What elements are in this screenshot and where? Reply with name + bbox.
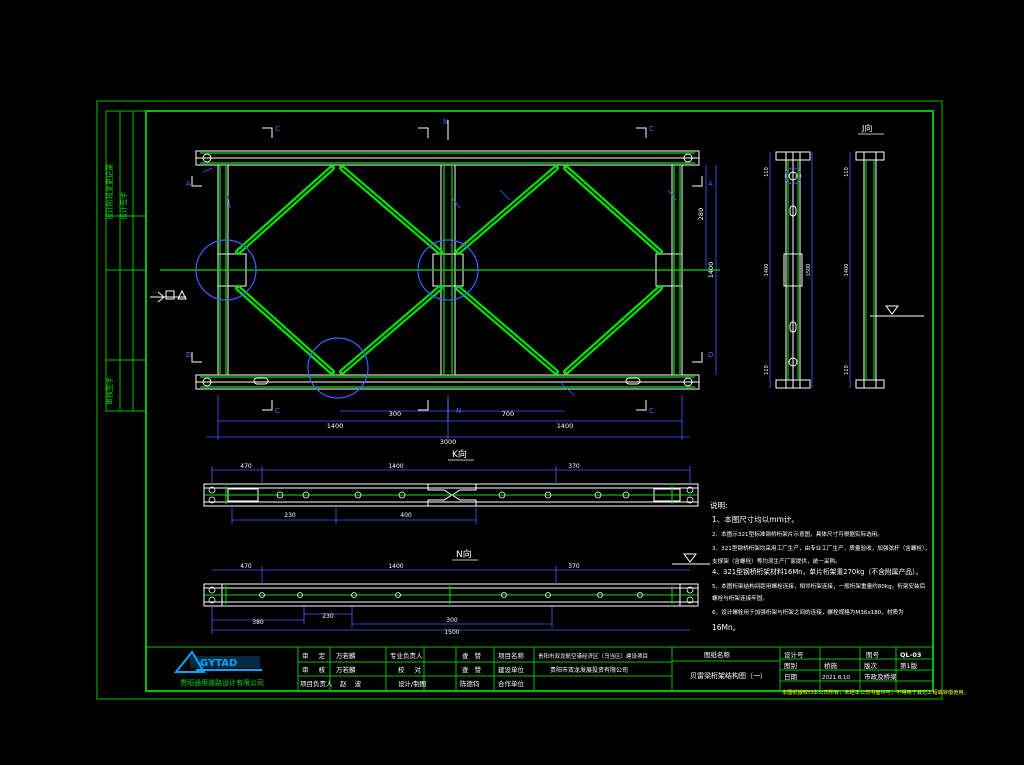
svg-text:审核签字: 审核签字: [105, 377, 114, 405]
svg-text:设计签字: 设计签字: [119, 192, 128, 220]
dim-left-span: 1400: [327, 422, 344, 430]
n-view-title: N向: [456, 548, 472, 560]
sec-left-1: A: [186, 180, 191, 188]
k-view-title: K向: [452, 448, 467, 460]
note-5: 4、321型钢桥桁架材料16Mn，单片桁架重270kg（不含附属产品）。: [712, 567, 922, 576]
svg-text:1500: 1500: [806, 264, 812, 277]
dim-mid-left: 300: [389, 410, 401, 418]
svg-text:合作单位: 合作单位: [498, 679, 525, 688]
svg-text:设计号: 设计号: [784, 650, 804, 659]
svg-text:图号: 图号: [866, 651, 880, 659]
notes-heading: 说明:: [710, 500, 728, 510]
company-logo: GYTAD: [173, 650, 262, 673]
note-6: 5、本图桁架结构间距用螺栓连接，相邻桁架连接，一般桁架重量约80kg，桁架安装后: [712, 582, 926, 590]
logo-text: GYTAD: [200, 658, 237, 669]
note-4: 支撑架（含螺栓）等均须生产厂家提供，统一采购。: [712, 557, 841, 565]
svg-text:图别: 图别: [784, 661, 797, 670]
truss-elevation: C N C C N C A D A D: [150, 118, 924, 446]
svg-text:贵阳市双龙航空港经济区（乌当区）建设项目: 贵阳市双龙航空港经济区（乌当区）建设项目: [538, 652, 648, 660]
svg-text:查 赞: 查 赞: [462, 651, 482, 660]
sec-bot-1: C: [275, 407, 280, 415]
svg-text:陈德钧: 陈德钧: [460, 679, 480, 688]
svg-text:万若麟: 万若麟: [336, 665, 356, 674]
n-dim-bot-a: 380: [252, 619, 264, 626]
svg-text:校 对: 校 对: [398, 665, 422, 674]
n-dim-top-mid: 1400: [388, 563, 403, 570]
n-view: N向: [203, 548, 710, 636]
n-dim-top-left: 470: [240, 563, 252, 570]
n-dim-bot-c: 300: [446, 617, 458, 624]
footer-note: 本图纸版权归本公司所有，未经本公司书面许可，不得用于其它工程或转借他用。: [782, 688, 969, 696]
j-view-title: J向: [861, 123, 872, 133]
sec-bot-3: C: [649, 407, 654, 415]
company-name: 贵阳通用道路设计有限公司: [180, 678, 264, 687]
dim-total: 3000: [440, 438, 457, 446]
svg-text:第1版: 第1版: [900, 661, 918, 670]
svg-text:审 核: 审 核: [302, 665, 326, 674]
svg-text:110: 110: [764, 167, 770, 177]
sec-top-1: C: [275, 125, 280, 133]
sec-right-2: D: [708, 351, 713, 359]
svg-text:万若麟: 万若麟: [336, 651, 356, 660]
svg-text:版次: 版次: [864, 661, 878, 670]
k-dim-top-right: 370: [568, 463, 580, 470]
strip-label-2: 设计签字: [119, 192, 128, 220]
svg-text:2021.8.10: 2021.8.10: [822, 675, 850, 681]
notes: 说明: 1、本图尺寸均以mm计。 2、本图示321型标准钢桥桁架片示意图，具体尺…: [710, 500, 930, 632]
strip-label-1: 设计阶段变更记录: [105, 164, 114, 220]
svg-text:市政及桥梁: 市政及桥梁: [864, 672, 897, 681]
drawing-title: 贝雷梁桁架结构图（一）: [690, 671, 767, 680]
note-7: 螺栓与桁架连接牢固。: [712, 594, 768, 602]
left-strip-labels: 设计阶段变更记录 设计签字 审核签字: [105, 164, 128, 405]
svg-text:1400: 1400: [764, 264, 770, 277]
svg-text:110: 110: [764, 365, 770, 375]
svg-text:项目名称: 项目名称: [498, 651, 525, 660]
n-dim-bot-b: 230: [322, 613, 334, 620]
svg-text:项目负责人: 项目负责人: [300, 679, 333, 688]
strip-label-3: 审核签字: [105, 377, 114, 405]
svg-text:桥施: 桥施: [824, 661, 838, 670]
note-8: 6、设计螺栓用于加强桁架与桁架之间的连接，螺栓规格为M36x180，材质为: [712, 608, 904, 616]
svg-text:审 定: 审 定: [302, 651, 326, 660]
note-2: 2、本图示321型标准钢桥桁架片示意图，具体尺寸可根据实际选用。: [712, 530, 883, 538]
sec-top-2: N: [443, 118, 448, 126]
note-3: 3、321型钢桥桁架均采用工厂生产，由专业工厂生产，质量验收，加强弦杆（含螺栓）…: [712, 544, 930, 552]
note-9: 16Mn。: [712, 623, 740, 632]
svg-text:日期: 日期: [784, 673, 798, 681]
n-dim-top-right: 370: [568, 563, 580, 570]
k-dim-top-mid: 1400: [388, 463, 403, 470]
j-view: J向 1400: [764, 123, 885, 389]
dim-height-upper: 280: [697, 208, 705, 220]
svg-text:建设单位: 建设单位: [498, 665, 525, 674]
k-dim-top-left: 470: [240, 463, 252, 470]
svg-text:设计阶段变更记录: 设计阶段变更记录: [105, 164, 114, 220]
n-dim-bot-d: 1500: [444, 629, 459, 636]
sec-left-2: D: [186, 351, 191, 359]
sec-top-3: C: [649, 125, 654, 133]
svg-text:贵阳市双龙发展投资有限公司: 贵阳市双龙发展投资有限公司: [550, 666, 628, 674]
svg-text:专业负责人: 专业负责人: [390, 651, 423, 660]
k-view: K向: [203, 448, 699, 524]
drawing-number: QL-03: [900, 651, 921, 659]
svg-text:图纸名称: 图纸名称: [704, 650, 731, 659]
svg-text:查 赞: 查 赞: [462, 665, 482, 674]
svg-text:1400: 1400: [844, 264, 850, 277]
k-dim-bot-b: 400: [400, 512, 412, 519]
dim-mid-right: 700: [502, 410, 514, 418]
dim-right-span: 1400: [557, 422, 574, 430]
svg-text:110: 110: [844, 167, 850, 177]
dim-height: 1400: [707, 262, 715, 279]
k-dim-bot-a: 230: [284, 512, 296, 519]
svg-text:设计/制图: 设计/制图: [398, 679, 426, 688]
sec-right-1: A: [708, 180, 713, 188]
title-block: GYTAD 贵阳通用道路设计有限公司 审 定 万若麟 专业负责人 查 赞 审 核…: [145, 646, 969, 696]
note-1: 1、本图尺寸均以mm计。: [712, 514, 799, 524]
svg-text:110: 110: [844, 365, 850, 375]
svg-text:赵 波: 赵 波: [340, 679, 362, 688]
